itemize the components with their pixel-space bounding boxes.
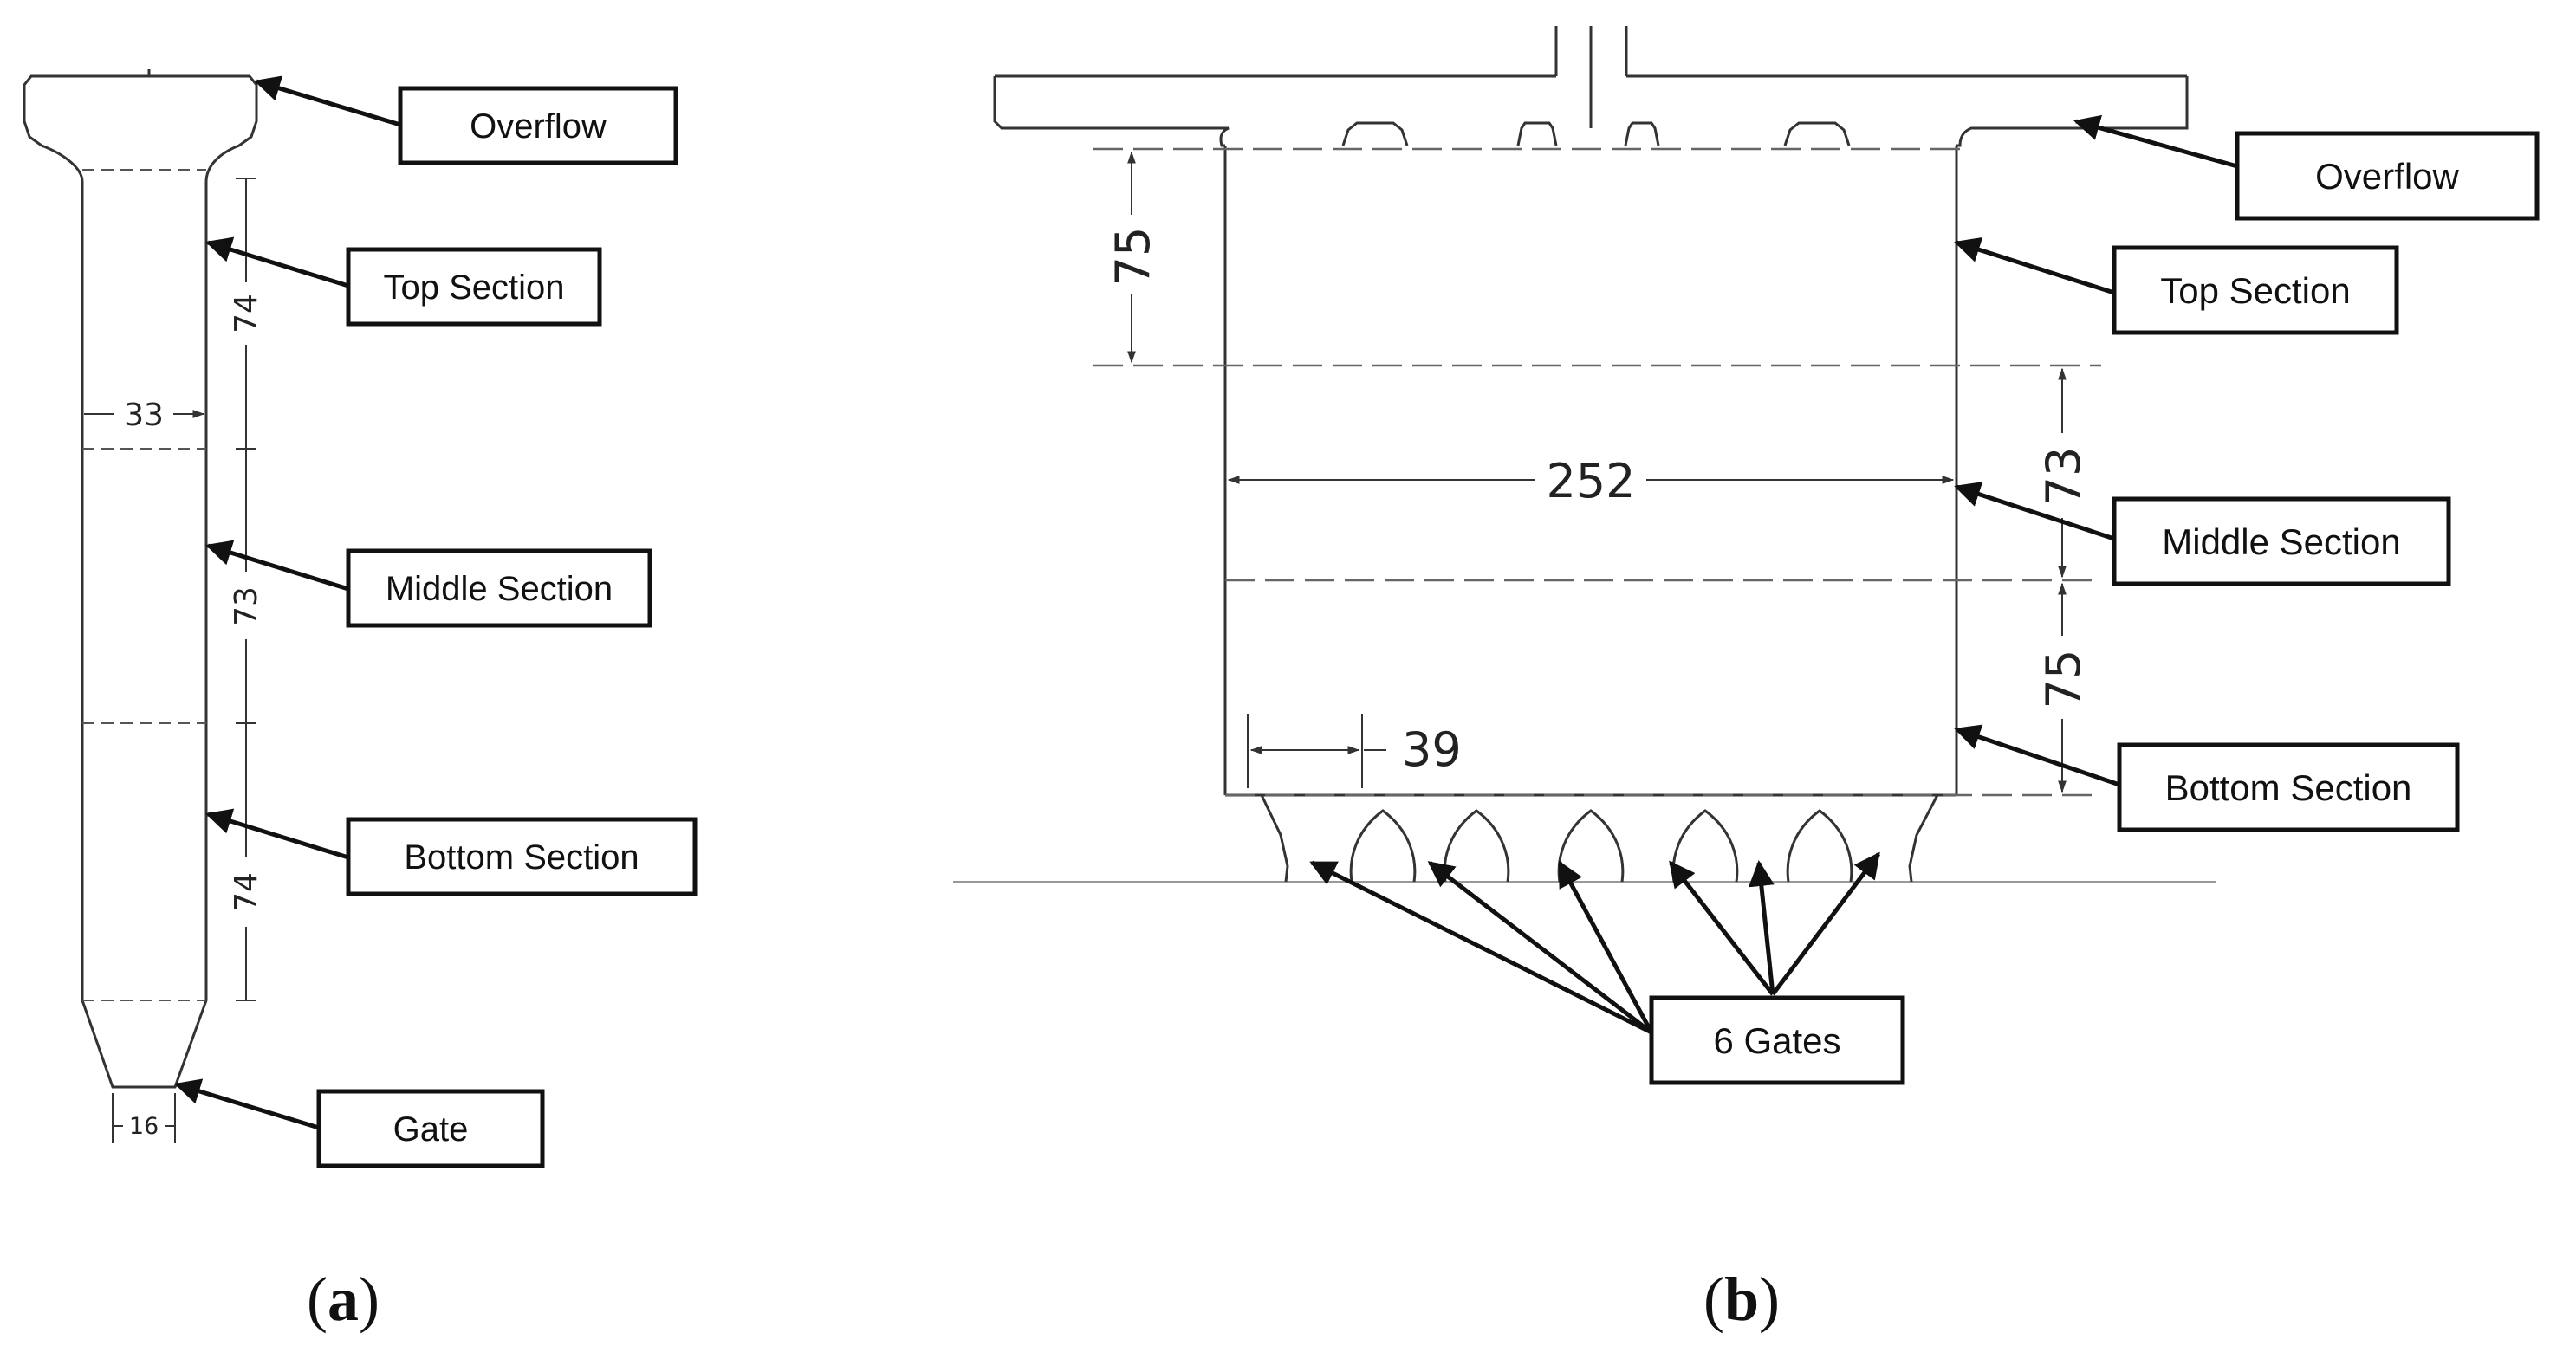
panel-b-right-height-dimensions: 73 75 [2036,367,2091,793]
panel-b-caption: (b) [1703,1265,1780,1334]
panel-a-gate-dimension: 16 [112,1093,176,1143]
panel-b-gate-edge-left [1260,794,1289,883]
panel-a-gate-leader [174,1078,320,1130]
panel-a-middle-height-dimension: 73 [229,586,264,626]
panel-a-gate-label: Gate [393,1110,469,1149]
panel-b-gates-callout: 6 Gates [1649,995,1905,1085]
panel-a-caption: (a) [307,1265,380,1334]
panel-a-bottom-section-callout: Bottom Section [346,817,698,896]
panel-a-middle-section-callout: Middle Section [346,548,652,628]
panel-b-overflow-leader [2073,114,2238,169]
panel-a-casting-outline [23,74,258,1089]
panel-b-middle-section-callout: Middle Section [2112,496,2451,586]
panel-b-middle-section-label: Middle Section [2162,521,2400,562]
panel-b-overflow-pad-3 [1624,121,1660,146]
panel-a-bottom-section-label: Bottom Section [404,838,639,877]
panel-a-overflow-callout: Overflow [398,86,678,165]
panel-a-overflow-label: Overflow [470,107,607,146]
panel-a-width-dimension: 33 [81,398,207,433]
panel-b-middle-height-value: 73 [2036,447,2091,507]
panel-a-overflow-leader [254,75,401,127]
panel-b-gates-label: 6 Gates [1713,1020,1840,1061]
panel-a-middle-leader [205,540,349,592]
panel-b-middle-leader [1954,482,2115,541]
panel-b-overflow-callout: Overflow [2235,131,2540,221]
panel-b-bottom-height-value: 75 [2036,650,2091,709]
panel-b-bottom-section-label: Bottom Section [2165,767,2412,808]
panel-b-gate-edge-right [1908,794,1939,883]
panel-b-top-height-value: 75 [1106,227,1160,287]
panel-b-gate-1 [1349,809,1417,883]
panel-a-width-value: 33 [124,398,164,433]
panel-a-top-height-dimension: 74 [229,294,264,333]
panel-a-top-leader [205,236,349,288]
panel-b-gate-spacing-dimension: 39 [1247,714,1462,788]
panel-b-top-height-dimension: 75 [1106,151,1160,364]
panel-b-top-section-callout: Top Section [2112,245,2399,335]
panel-a-bottom-height-dimension: 74 [229,872,264,912]
panel-b-width-dimension: 252 [1227,454,1955,508]
panel-b-gate-spacing-value: 39 [1402,722,1462,777]
panel-a-middle-section-label: Middle Section [386,570,613,608]
panel-b-overflow-pad-1 [1341,121,1409,146]
panel-a: 74 73 74 33 16 Overflow [23,69,698,1334]
panel-b-overflow-pad-4 [1783,121,1851,146]
panel-b-top-leader [1954,236,2115,295]
panel-b-overflow-runner-right [1956,76,2189,147]
panel-b-gate-5 [1786,809,1853,883]
panel-a-height-dimensions: 74 73 74 [229,178,264,1001]
panel-a-top-section-label: Top Section [383,269,564,307]
panel-b-gate-2 [1443,809,1510,883]
panel-b-gate-4 [1671,809,1739,883]
panel-b-overflow-runner [993,76,1230,147]
panel-b-bottom-leader [1954,724,2120,787]
panel-a-top-section-callout: Top Section [346,247,602,327]
panel-b-gate-3 [1557,809,1625,883]
panel-b-width-value: 252 [1546,454,1635,508]
panel-b: 75 252 73 75 39 [953,26,2540,1334]
panel-b-gates-leaders [1309,851,1880,1035]
panel-a-bottom-leader [205,808,349,860]
panel-b-overflow-label: Overflow [2315,156,2459,197]
panel-a-gate-width-value: 16 [129,1113,159,1140]
panel-b-bottom-section-callout: Bottom Section [2117,742,2460,832]
panel-b-top-section-label: Top Section [2160,270,2350,311]
panel-b-overflow-pad-2 [1516,121,1558,146]
panel-a-gate-callout: Gate [316,1089,545,1168]
